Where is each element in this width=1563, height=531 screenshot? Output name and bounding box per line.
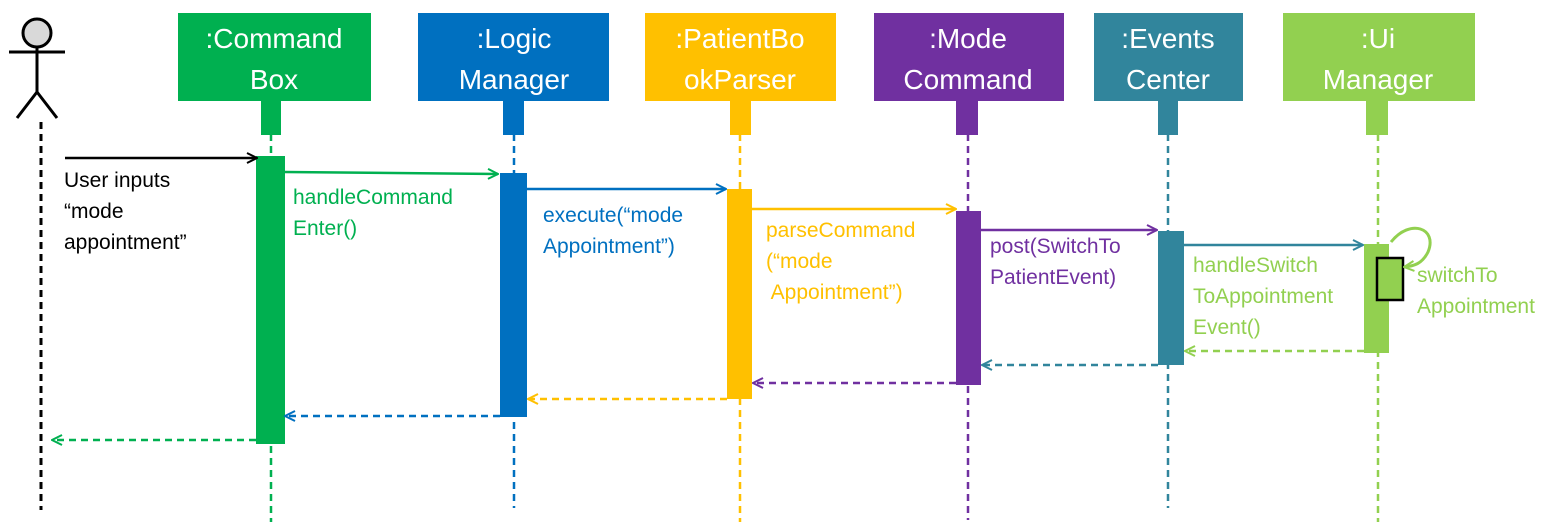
lifeline-title-events-1: :Events [1121,23,1214,54]
msg-switch-to-1: switchTo [1417,264,1498,287]
lifeline-title-logic-2: Manager [459,64,570,95]
lifeline-stem-ui [1366,101,1388,135]
activation-modecommand [956,211,981,385]
msg-handle-switch-1: handleSwitch [1193,254,1318,277]
msg-switch-to-2: Appointment [1417,295,1535,318]
lifeline-title-ui-2: Manager [1323,64,1434,95]
lifeline-title-modecommand-1: :Mode [929,23,1007,54]
arrow-switch-to-self [1389,226,1432,267]
lifeline-stem-commandbox [261,101,281,135]
lifeline-stem-parser [730,101,751,135]
arrow-handle-command [284,172,498,174]
lifeline-header-commandbox[interactable] [178,13,371,101]
activation-parser [727,189,752,399]
lifeline-title-parser-1: :PatientBo [675,23,804,54]
lifeline-title-events-2: Center [1126,64,1210,95]
lifeline-header-ui[interactable] [1283,13,1475,101]
msg-handle-switch-3: Event() [1193,316,1261,339]
lifeline-header-modecommand[interactable] [874,13,1064,101]
activation-events [1158,231,1184,365]
msg-post-1: post(SwitchTo [990,235,1121,258]
lifeline-title-commandbox-2: Box [250,64,298,95]
user-actor-icon [9,17,65,119]
msg-post-2: PatientEvent) [990,266,1116,289]
msg-parse-command-2: (“mode [766,250,833,273]
lifeline-title-commandbox-1: :Command [206,23,343,54]
msg-parse-command-3: Appointment”) [766,281,903,304]
lifeline-stem-modecommand [956,101,978,135]
msg-user-input-1: User inputs [64,169,170,192]
msg-handle-command-2: Enter() [293,217,357,240]
activation-ui-self [1375,256,1405,302]
lifeline-stem-events [1158,101,1178,135]
msg-execute-1: execute(“mode [543,204,683,227]
lifeline-title-ui-1: :Ui [1361,23,1395,54]
lifeline-title-modecommand-2: Command [903,64,1032,95]
msg-user-input-3: appointment” [64,231,187,254]
lifeline-stem-logic [503,101,524,135]
lifeline-title-parser-2: okParser [684,64,796,95]
lifeline-header-parser[interactable] [645,13,836,101]
msg-handle-switch-2: ToAppointment [1193,285,1333,308]
activation-commandbox [256,156,285,444]
msg-user-input-2: “mode [64,200,124,223]
lifeline-header-events[interactable] [1094,13,1243,101]
lifeline-title-logic-1: :Logic [477,23,552,54]
msg-handle-command-1: handleCommand [293,186,453,209]
msg-execute-2: Appointment”) [543,235,675,258]
activation-logic [500,173,527,417]
lifeline-header-logic[interactable] [418,13,609,101]
msg-parse-command-1: parseCommand [766,219,915,242]
